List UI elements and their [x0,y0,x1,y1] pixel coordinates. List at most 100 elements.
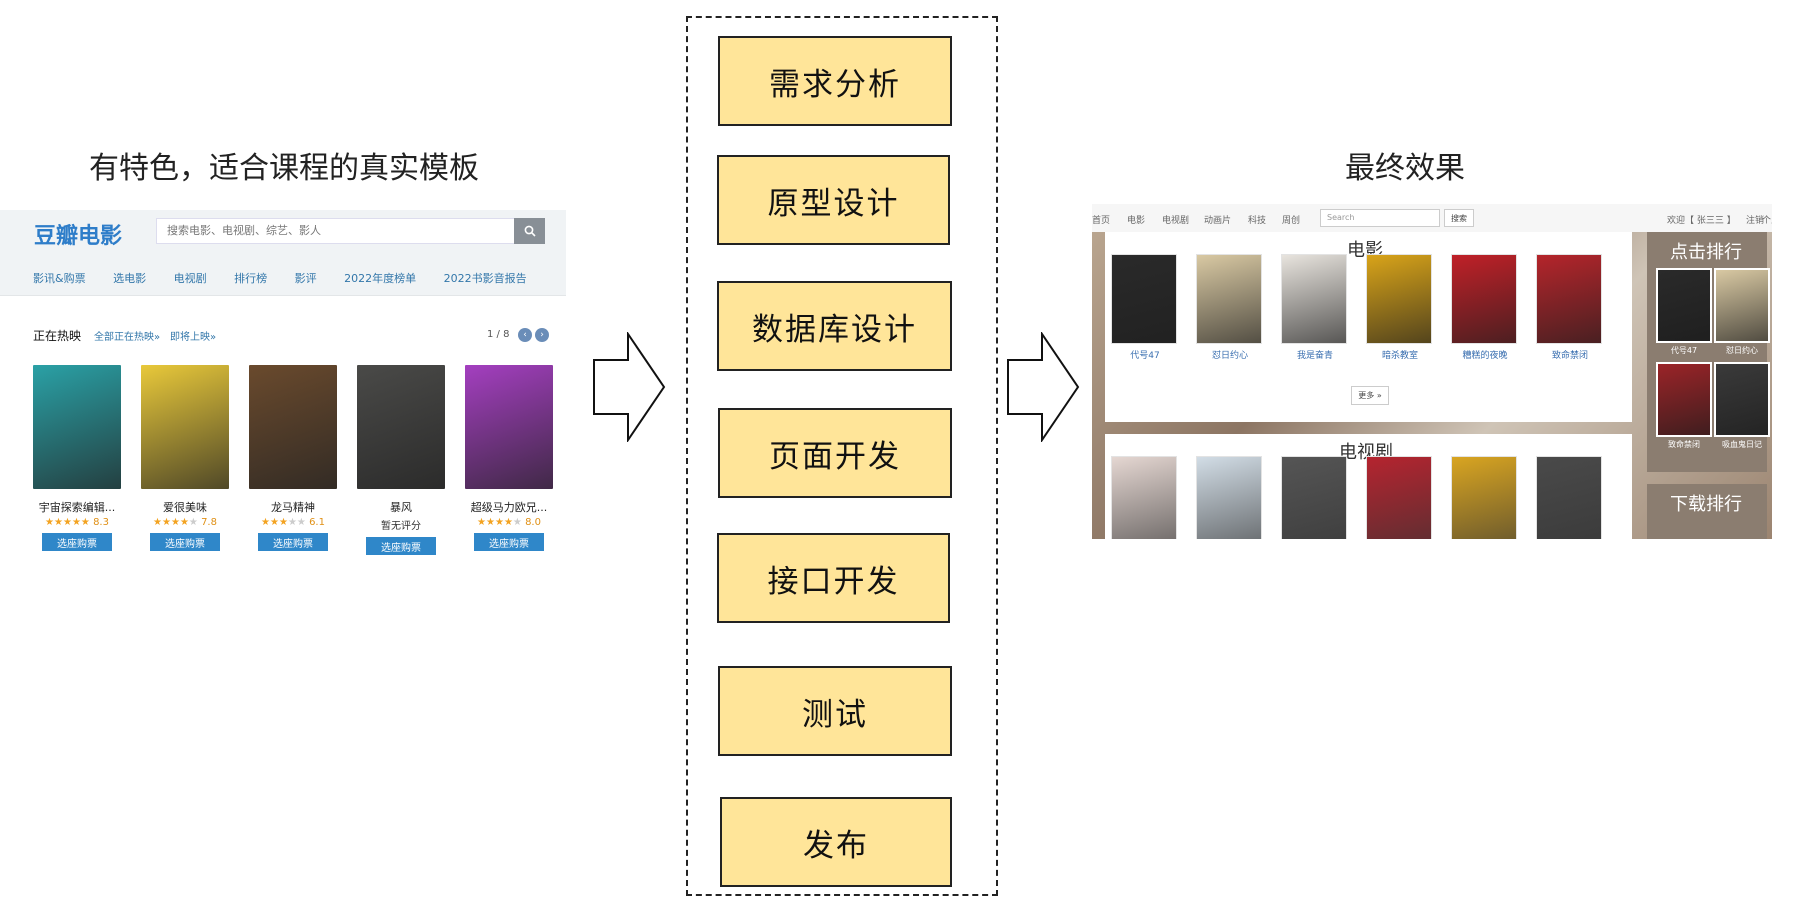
nav-item[interactable]: 科技 [1248,216,1267,226]
rank-poster[interactable] [1714,362,1770,437]
rank-poster[interactable] [1714,268,1770,343]
rank-title[interactable]: 怼日约心 [1726,346,1758,355]
nav-item[interactable]: 选电影 [113,272,147,285]
poster-image[interactable] [249,365,337,489]
movie-poster[interactable] [1366,254,1432,344]
step-database: 数据库设计 [717,281,952,371]
nav-item[interactable]: 影评 [294,272,317,285]
rank-poster[interactable] [1656,362,1712,437]
buy-ticket-button[interactable]: 选座购票 [258,533,328,551]
douban-template-screenshot: 豆瓣电影 搜索电影、电视剧、综艺、影人 影讯&购票 选电影 电视剧 排行榜 影评… [0,210,566,580]
movie-title[interactable]: 糟糕的夜晚 [1462,351,1508,361]
nav-item[interactable]: 影讯&购票 [33,272,86,285]
douban-nav: 影讯&购票 选电影 电视剧 排行榜 影评 2022年度榜单 2022书影音报告 [33,270,551,286]
poster-image[interactable] [33,365,121,489]
douban-search-input[interactable]: 搜索电影、电视剧、综艺、影人 [156,218,516,244]
nav-item[interactable]: 电影 [1127,216,1146,226]
film-item[interactable]: 爱很美味 ★★★★★ 7.8 选座购票 [139,365,231,551]
movie-item[interactable]: 代号47 [1111,254,1179,361]
final-search-button[interactable]: 搜索 [1444,209,1474,227]
nav-item[interactable]: 动画片 [1204,216,1232,226]
rank-item[interactable]: 致命禁闭 [1656,362,1712,450]
buy-ticket-button[interactable]: 选座购票 [150,533,220,551]
rank-item[interactable]: 怼日约心 [1714,268,1770,356]
movie-item[interactable]: 暗杀教室 [1366,254,1434,361]
movie-poster[interactable] [1111,254,1177,344]
movie-title[interactable]: 暗杀教室 [1381,351,1418,361]
profile-link[interactable]: 个人中 [1762,216,1772,226]
movie-item[interactable]: 致命禁闭 [1536,254,1604,361]
tv-item[interactable] [1281,456,1349,539]
star-icon: ★ [477,517,486,528]
nav-item[interactable]: 排行榜 [234,272,268,285]
star-icon: ★ [296,517,306,528]
tv-poster[interactable] [1451,456,1517,539]
rating-value: 6.1 [309,517,325,528]
search-icon[interactable] [514,218,545,244]
douban-logo[interactable]: 豆瓣电影 [34,224,123,249]
star-icon: ★ [503,517,513,528]
all-showing-link[interactable]: 全部正在热映» [94,332,161,343]
tv-item[interactable] [1366,456,1434,539]
tv-item[interactable] [1536,456,1604,539]
rank-poster[interactable] [1656,268,1712,343]
film-title[interactable]: 超级马力欧兄... [470,501,548,514]
movie-poster[interactable] [1451,254,1517,344]
film-rating: ★★★★★ 7.8 [139,517,231,528]
tv-item[interactable] [1196,456,1264,539]
film-title[interactable]: 爱很美味 [163,501,207,514]
rank-title[interactable]: 致命禁闭 [1668,440,1700,449]
rank-item[interactable]: 代号47 [1656,268,1712,356]
tv-poster[interactable] [1111,456,1177,539]
movie-poster[interactable] [1281,254,1347,344]
movie-item[interactable]: 怼日约心 [1196,254,1264,361]
prev-icon[interactable]: ‹ [518,328,532,342]
film-title[interactable]: 龙马精神 [271,501,315,514]
movie-poster[interactable] [1536,254,1602,344]
process-steps-frame [686,16,998,896]
film-title[interactable]: 宇宙探索编辑... [38,501,116,514]
nav-item[interactable]: 2022书影音报告 [443,272,527,285]
star-icon: ★ [287,517,297,528]
movie-item[interactable]: 我是奋青 [1281,254,1349,361]
film-item[interactable]: 暴风暂无评分选座购票 [355,365,447,555]
star-icon: ★ [170,517,180,528]
more-button[interactable]: 更多 » [1351,386,1389,405]
movie-title[interactable]: 我是奋青 [1296,351,1333,361]
tv-item[interactable] [1451,456,1519,539]
buy-ticket-button[interactable]: 选座购票 [474,533,544,551]
buy-ticket-button[interactable]: 选座购票 [366,537,436,555]
nav-item[interactable]: 电视剧 [1162,216,1190,226]
final-search-input[interactable]: Search [1320,209,1440,227]
movie-title[interactable]: 怼日约心 [1211,351,1248,361]
movie-title[interactable]: 致命禁闭 [1551,351,1588,361]
movie-title[interactable]: 代号47 [1130,351,1160,361]
movie-poster[interactable] [1196,254,1262,344]
tv-poster[interactable] [1281,456,1347,539]
tv-poster[interactable] [1196,456,1262,539]
film-rating: ★★★★★ 6.1 [247,517,339,528]
tv-poster[interactable] [1536,456,1602,539]
star-icon: ★ [270,517,279,528]
nav-item[interactable]: 2022年度榜单 [344,272,417,285]
nav-item[interactable]: 周创 [1282,216,1301,226]
movie-item[interactable]: 糟糕的夜晚 [1451,254,1519,361]
buy-ticket-button[interactable]: 选座购票 [42,533,112,551]
nav-item[interactable]: 首页 [1092,216,1111,226]
film-item[interactable]: 龙马精神 ★★★★★ 6.1 选座购票 [247,365,339,551]
poster-image[interactable] [357,365,445,489]
poster-image[interactable] [141,365,229,489]
poster-image[interactable] [465,365,553,489]
next-icon[interactable]: › [535,328,549,342]
tv-poster[interactable] [1366,456,1432,539]
logout-link[interactable]: 注销 [1746,216,1765,226]
coming-soon-link[interactable]: 即将上映» [170,332,217,343]
rank-title[interactable]: 吸血鬼日记 [1722,440,1762,449]
film-title[interactable]: 暴风 [390,501,412,514]
nav-item[interactable]: 电视剧 [173,272,207,285]
rank-title[interactable]: 代号47 [1670,346,1698,355]
rank-item[interactable]: 吸血鬼日记 [1714,362,1770,450]
tv-item[interactable] [1111,456,1179,539]
